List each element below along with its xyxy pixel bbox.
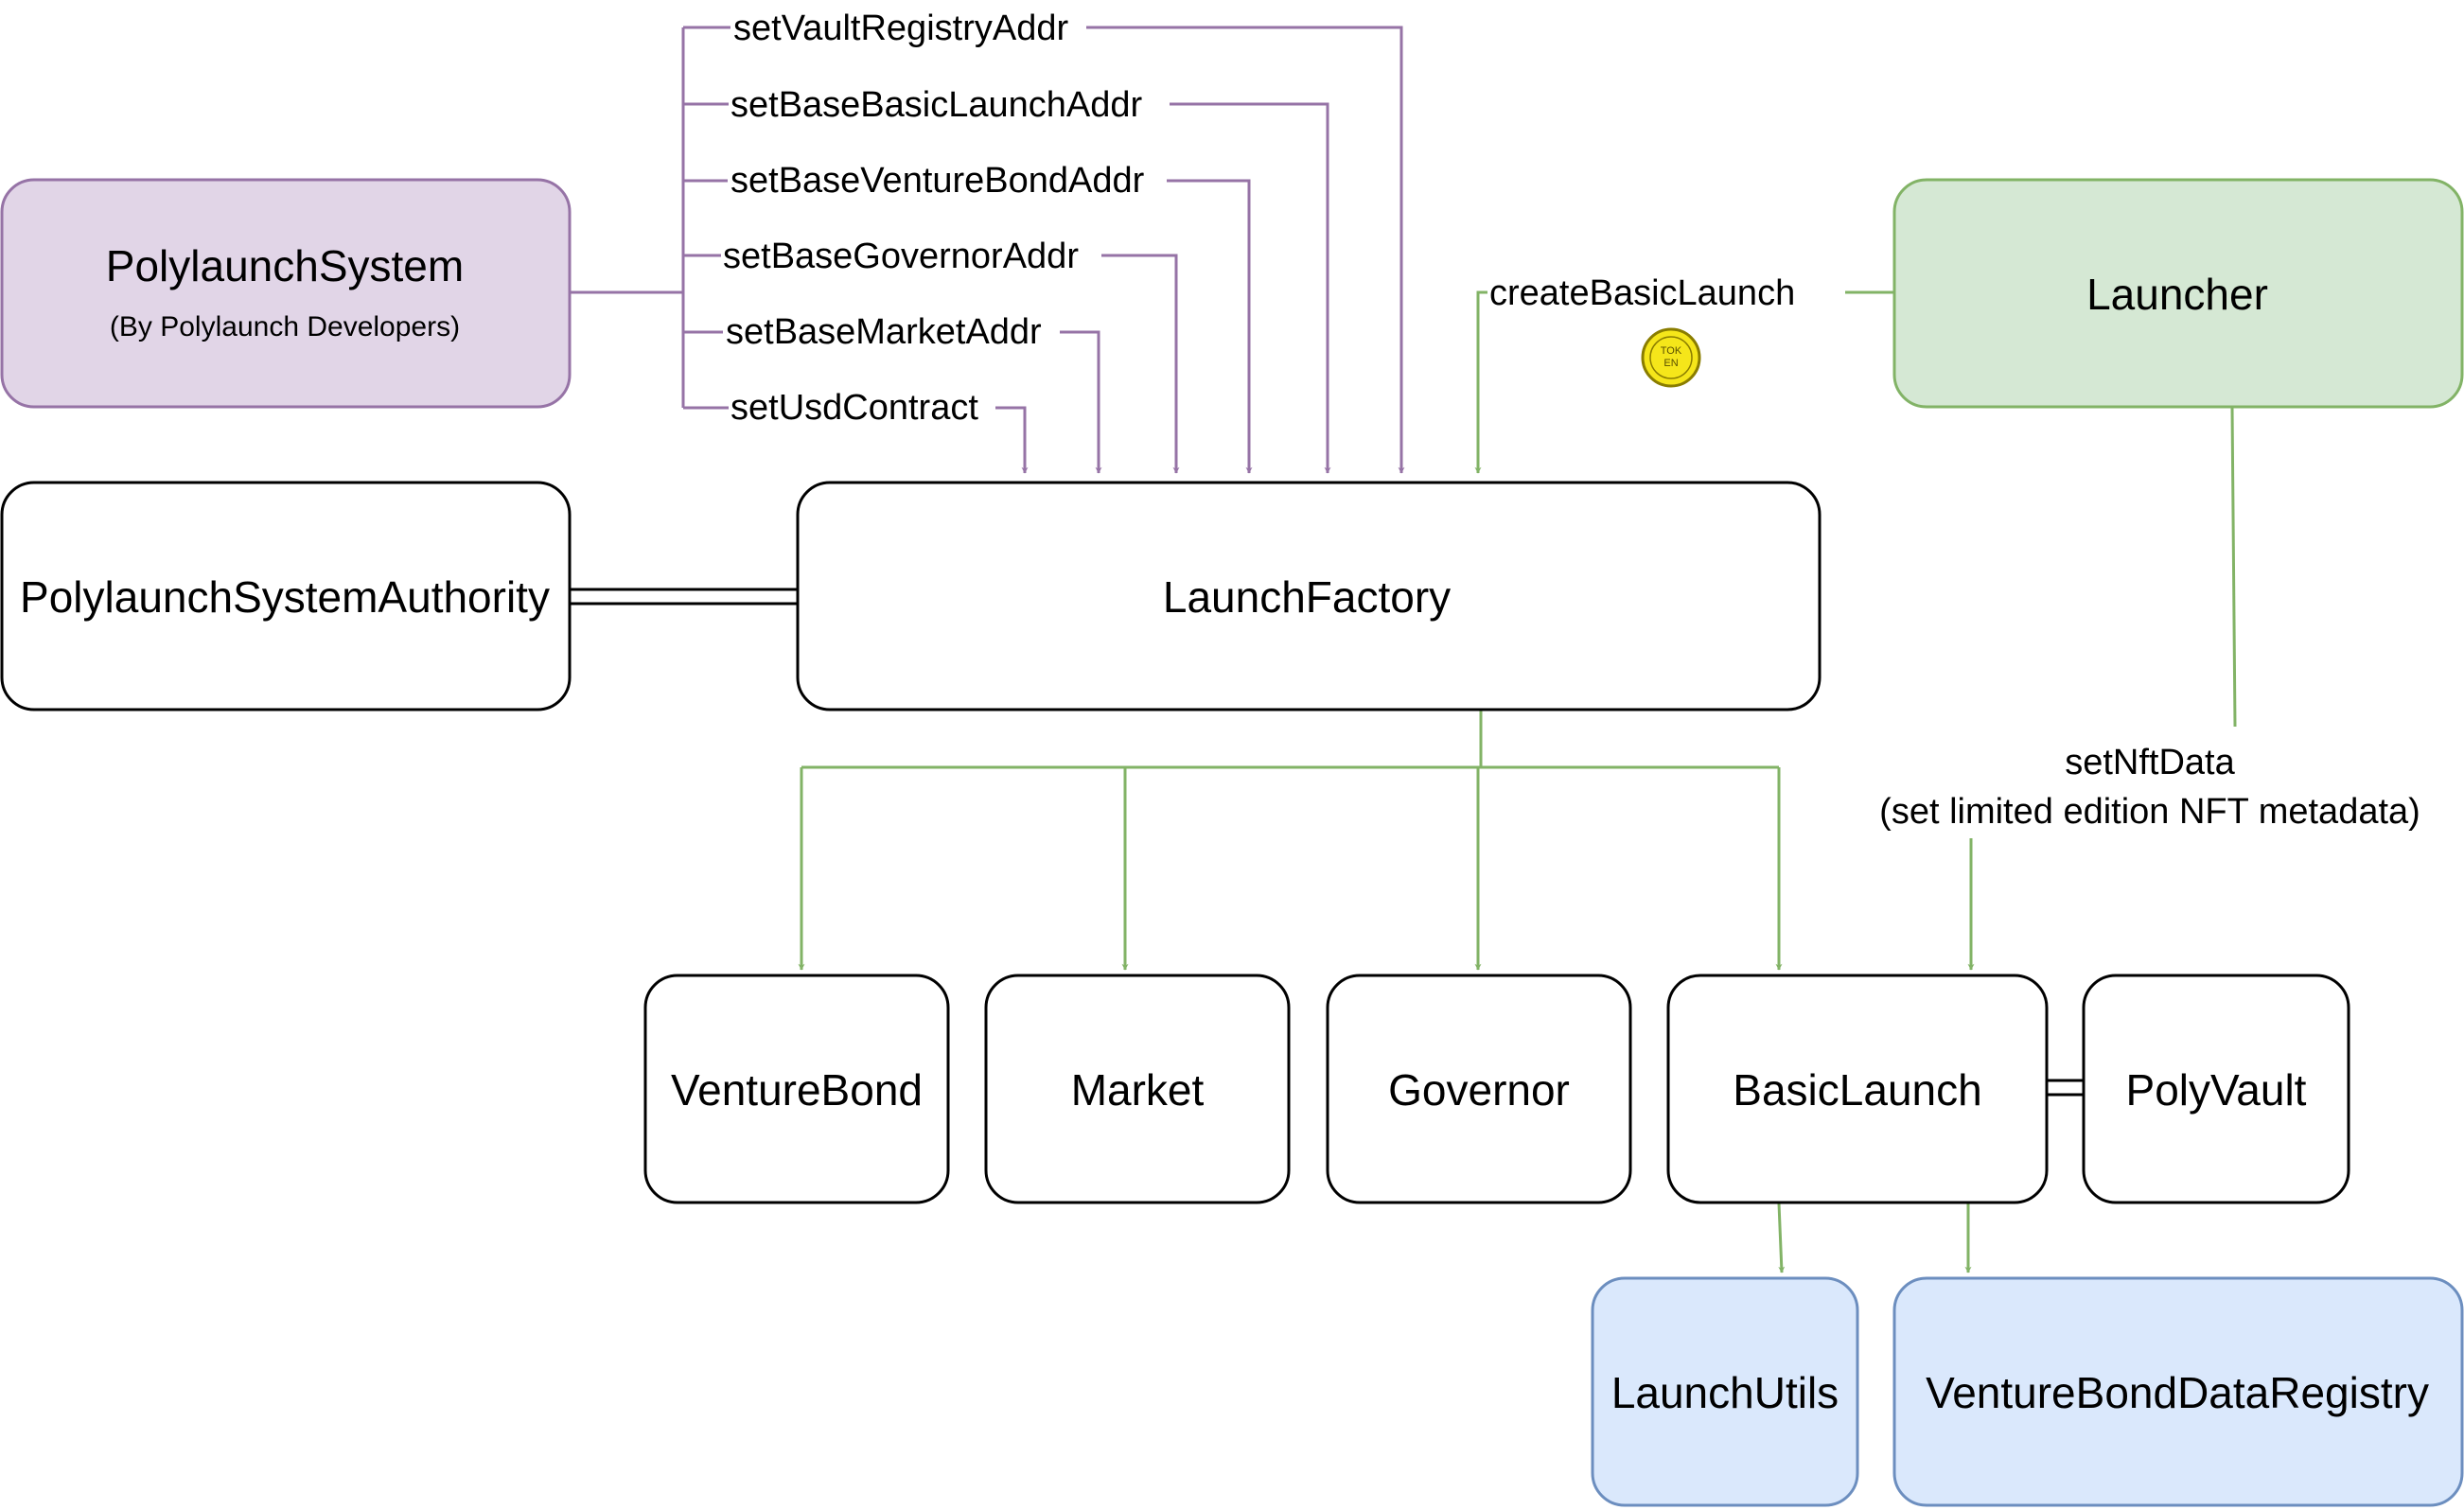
svg-text:EN: EN [1663,358,1678,369]
node-launch-factory: LaunchFactory [796,481,1822,711]
node-basic-launch: BasicLaunch [1666,974,2049,1204]
node-title: LaunchUtils [1611,1368,1839,1417]
label-create-basic-launch: createBasicLaunch [1489,273,1795,313]
node-title: PolyVault [2126,1065,2307,1115]
edge-set-nft-data-upper [2230,407,2237,728]
green-edge-labels: createBasicLaunch setNftData (set limite… [1487,272,2464,833]
node-title: Market [1071,1065,1205,1115]
label-set-vault-registry-addr: setVaultRegistryAddr [733,9,1068,48]
label-set-base-basic-launch-addr: setBaseBasicLaunchAddr [730,85,1143,125]
edge-set-base-governor-addr [683,254,1180,474]
label-set-nft-data-description: (set limited edition NFT metadata) [1879,792,2420,832]
node-subtitle: (By Polylaunch Developers) [110,311,460,342]
node-venture-bond: VentureBond [643,974,950,1204]
label-set-nft-data: setNftData [2065,743,2235,782]
node-polylaunch-system-authority: PolylaunchSystemAuthority [0,481,572,711]
node-title: Launcher [2086,270,2268,319]
association-lines [570,588,2084,1097]
label-set-usd-contract: setUsdContract [730,388,978,428]
purple-edge-labels: setVaultRegistryAddr setBaseBasicLaunchA… [721,9,1170,428]
edge-to-launch-utils [1777,1203,1786,1273]
node-title: PolylaunchSystemAuthority [20,572,550,622]
token-coin-icon: TOK EN [1641,327,1701,388]
label-set-base-governor-addr: setBaseGovernorAddr [723,237,1079,276]
node-title: BasicLaunch [1733,1065,1981,1115]
node-venture-bond-data-registry: VentureBondDataRegistry [1892,1276,2464,1507]
node-poly-vault: PolyVault [2082,974,2350,1204]
node-launch-utils: LaunchUtils [1591,1276,1859,1507]
node-title: Governor [1388,1065,1570,1115]
node-title: LaunchFactory [1163,572,1451,622]
token-icon-text: TOK [1661,345,1682,357]
node-market: Market [984,974,1291,1204]
node-title: VentureBondDataRegistry [1926,1368,2429,1417]
node-title: VentureBond [671,1065,923,1115]
node-governor: Governor [1326,974,1632,1204]
node-polylaunch-system: PolylaunchSystem (By Polylaunch Develope… [0,178,572,409]
label-set-base-venture-bond-addr: setBaseVentureBondAddr [730,161,1145,201]
node-launcher: Launcher [1892,178,2464,409]
node-title: PolylaunchSystem [106,241,464,290]
label-set-base-market-addr: setBaseMarketAddr [726,312,1042,352]
